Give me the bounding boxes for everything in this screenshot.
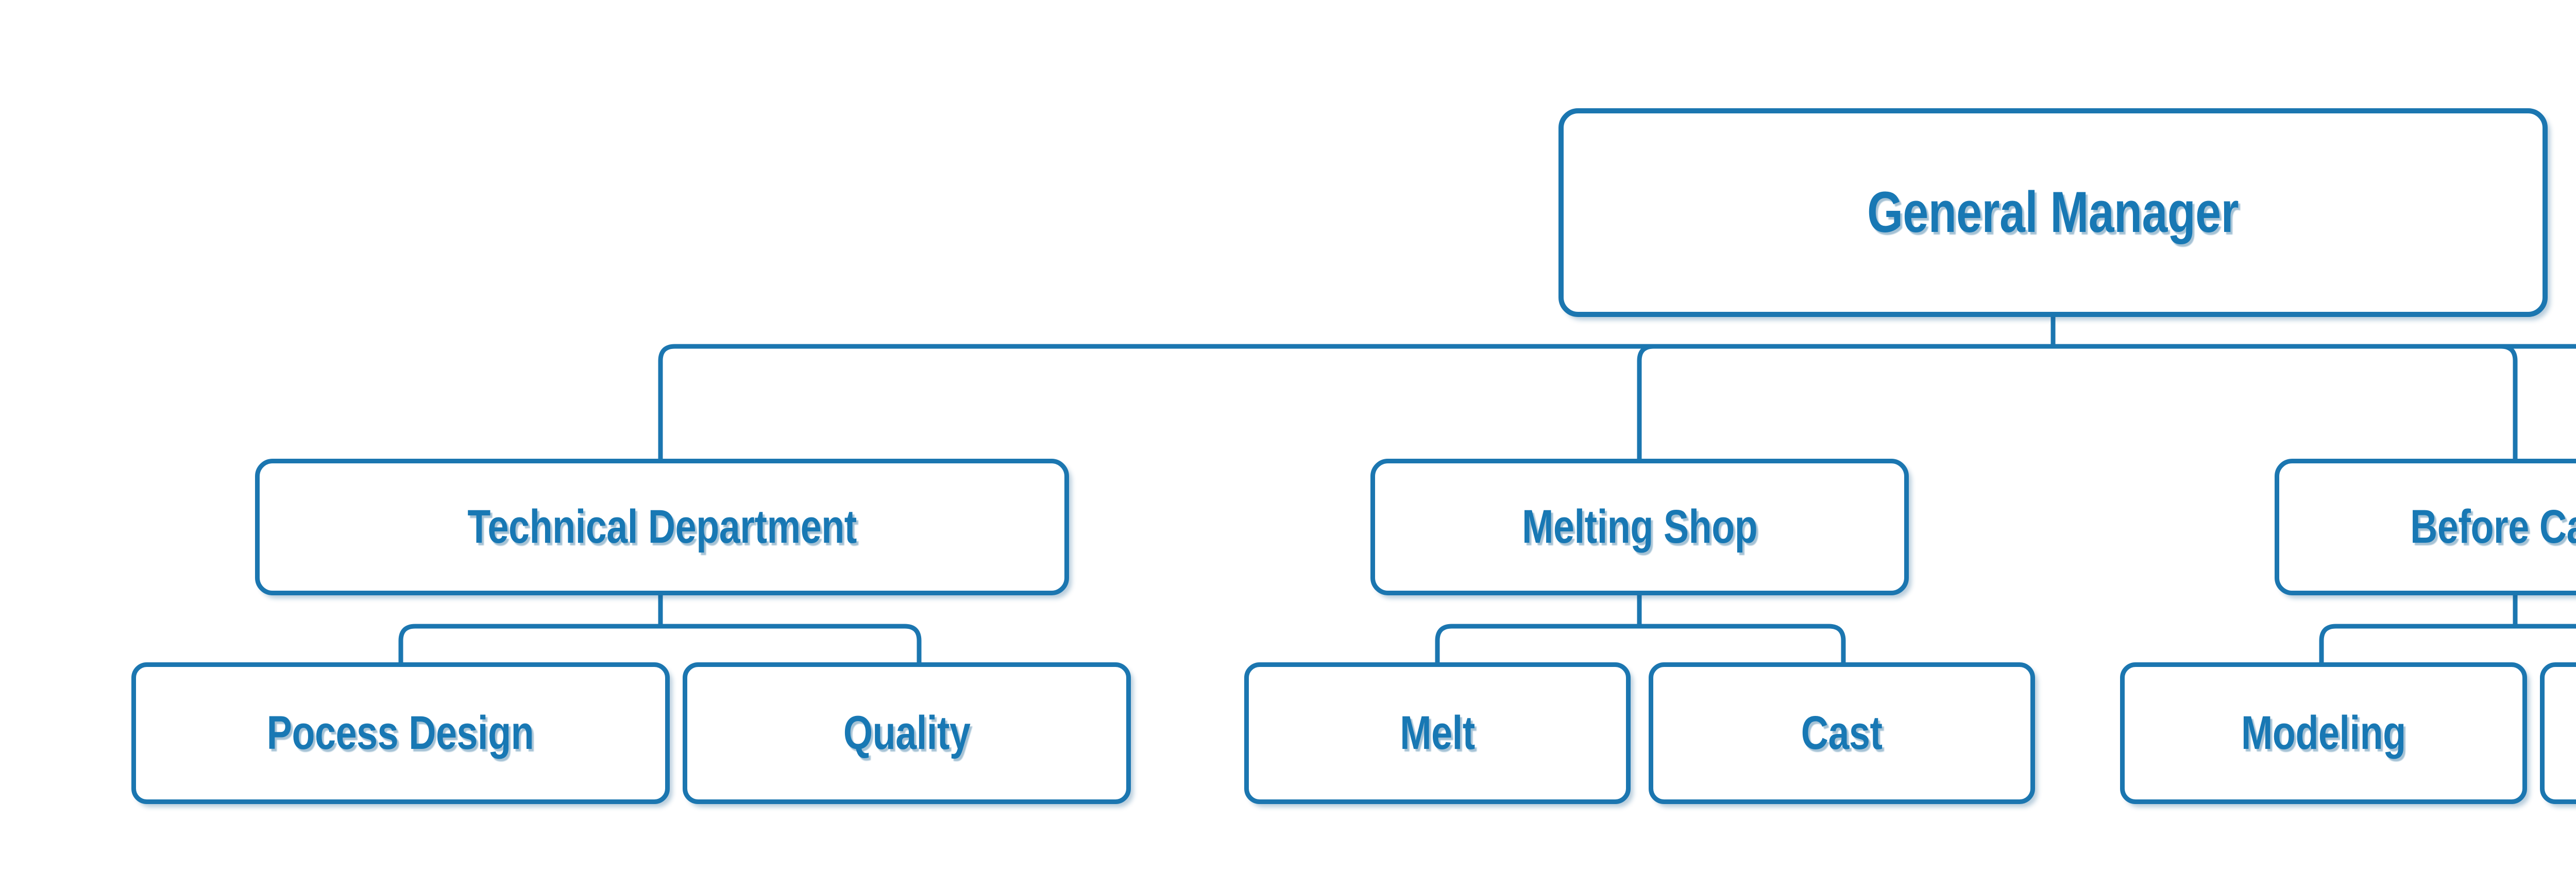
node-pocess-design[interactable]: Pocess Design xyxy=(131,662,670,804)
node-technical-department[interactable]: Technical Department xyxy=(255,459,1069,595)
node-label-before-cast: Before Cast xyxy=(2410,500,2576,553)
node-quality[interactable]: Quality xyxy=(683,662,1131,804)
node-general-manager[interactable]: General Manager xyxy=(1558,108,2548,317)
node-cast[interactable]: Cast xyxy=(1649,662,2035,804)
connector-main-bus-drop-melting xyxy=(1637,344,2053,459)
node-label-pocess-design: Pocess Design xyxy=(267,706,534,759)
node-melting-shop[interactable]: Melting Shop xyxy=(1370,459,1909,595)
node-label-cast: Cast xyxy=(1801,706,1883,759)
node-coring[interactable]: Coring xyxy=(2540,662,2576,804)
node-label-melt: Melt xyxy=(1400,706,1475,759)
node-label-quality: Quality xyxy=(843,706,971,759)
connector-main-bus-drop-before-cast xyxy=(2053,344,2518,459)
node-melt[interactable]: Melt xyxy=(1244,662,1631,804)
connector-melting-to-cast xyxy=(1639,624,1846,662)
connector-before-cast-to-coring xyxy=(2515,624,2576,629)
connector-melting-to-melt xyxy=(1435,624,1639,662)
connector-main-bus-right-outer xyxy=(2053,344,2576,349)
connector-technical-to-pocess-design xyxy=(398,624,660,662)
node-label-general-manager: General Manager xyxy=(1867,180,2239,245)
connector-technical-to-quality xyxy=(660,624,922,662)
node-modeling[interactable]: Modeling xyxy=(2120,662,2527,804)
node-label-melting-shop: Melting Shop xyxy=(1521,500,1758,553)
connector-before-cast-to-modeling xyxy=(2319,624,2515,662)
node-label-technical-department: Technical Department xyxy=(467,500,857,553)
node-label-modeling: Modeling xyxy=(2241,706,2406,759)
node-before-cast[interactable]: Before Cast xyxy=(2275,459,2576,595)
connector-main-bus-left-outer xyxy=(658,344,2053,459)
bottom-caption-fragment xyxy=(1834,860,2298,869)
